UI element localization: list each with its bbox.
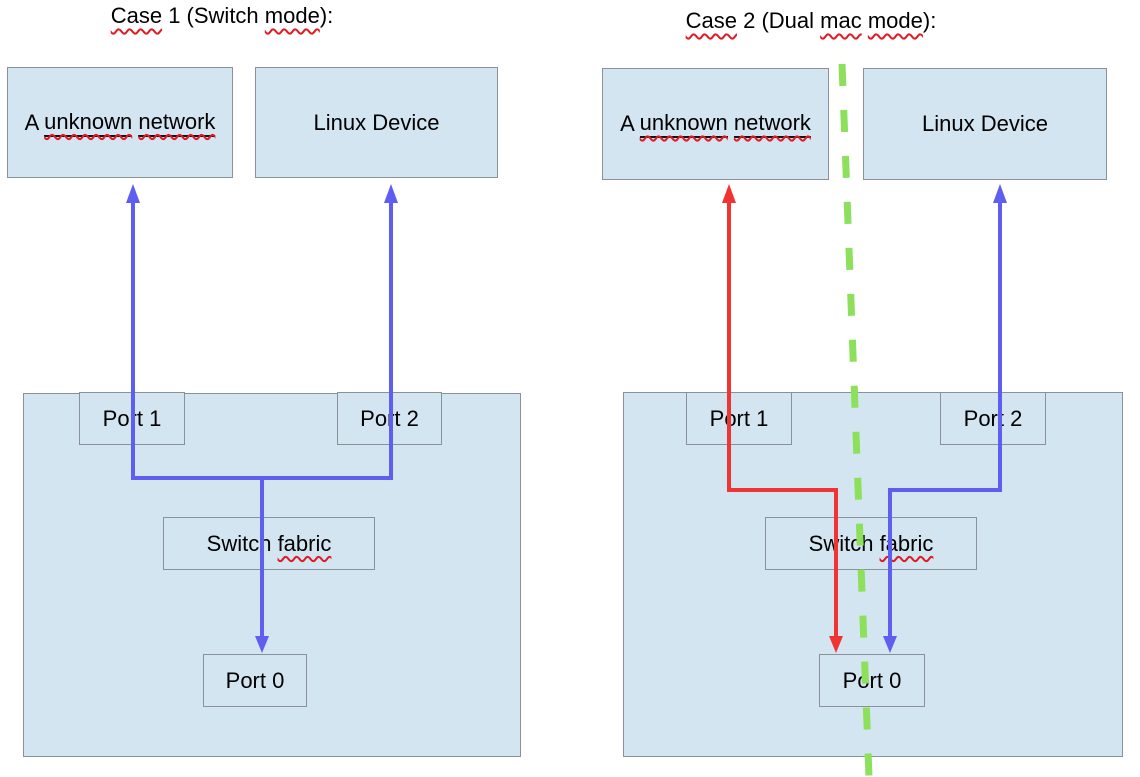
case2-port2-box: Port 2: [940, 392, 1046, 445]
case1-network-label-unknown: unknown: [44, 109, 133, 137]
case1-port1-label: Port 1: [102, 405, 162, 431]
case2-port0-label: Port 0: [842, 667, 902, 693]
case2-title-mid: 2 (Dual: [737, 8, 821, 33]
case2-title-word-mac: mac: [820, 8, 862, 33]
case1-port0-box: Port 0: [203, 654, 307, 707]
case2-linux-device-box: Linux Device: [863, 68, 1107, 180]
case2-title-end: ):: [922, 8, 937, 33]
case1-port1-box: Port 1: [79, 392, 185, 445]
case1-port0-label: Port 0: [225, 667, 285, 693]
case2-port2-label: Port 2: [963, 405, 1023, 431]
case2-network-label-a: A: [620, 111, 640, 136]
case1-arrowhead-to-device-icon: [384, 184, 398, 203]
case2-linux-device-label: Linux Device: [922, 111, 1048, 136]
case2-title-word-mode: mode: [867, 8, 923, 33]
case1-linux-device-box: Linux Device: [255, 67, 498, 178]
case1-title-word-case: Case: [110, 3, 163, 28]
case1-fabric-label-fabric: fabric: [277, 530, 332, 556]
case1-network-label-network: network: [138, 109, 216, 137]
case1-switch-fabric-box: Switch fabric: [163, 517, 375, 570]
case1-title-word-mode: mode: [264, 3, 320, 28]
case2-fabric-label-fabric: fabric: [879, 530, 934, 556]
case1-port2-label: Port 2: [360, 405, 419, 431]
case1-fabric-label-switch: Switch: [206, 530, 278, 556]
case2-title: Case 2 (Dual mac mode):: [641, 8, 981, 34]
case1-title-end: ):: [319, 3, 334, 28]
case2-fabric-label-switch: Switch: [808, 530, 880, 556]
case2-network-label-unknown: unknown: [639, 110, 728, 138]
case1-linux-device-label: Linux Device: [313, 109, 440, 135]
case2-port1-box: Port 1: [686, 392, 792, 445]
case2-red-arrowhead-to-network-icon: [722, 184, 736, 203]
case2-network-label-network: network: [733, 110, 811, 138]
case2-title-word-case: Case: [685, 8, 737, 33]
case1-unknown-network-box: A unknown network: [7, 67, 233, 178]
case2-blue-arrowhead-to-device-icon: [993, 184, 1007, 203]
case1-title-mid: 1 (Switch: [162, 3, 265, 28]
case2-switch-fabric-box: Switch fabric: [765, 517, 977, 570]
case1-title: Case 1 (Switch mode):: [52, 3, 392, 29]
case1-network-label-a: A: [24, 109, 45, 135]
case2-port0-box: Port 0: [819, 654, 925, 707]
case1-arrowhead-to-network-icon: [126, 184, 140, 203]
case2-unknown-network-box: A unknown network: [602, 68, 829, 180]
case1-port2-box: Port 2: [337, 392, 442, 445]
case2-port1-label: Port 1: [709, 405, 769, 431]
